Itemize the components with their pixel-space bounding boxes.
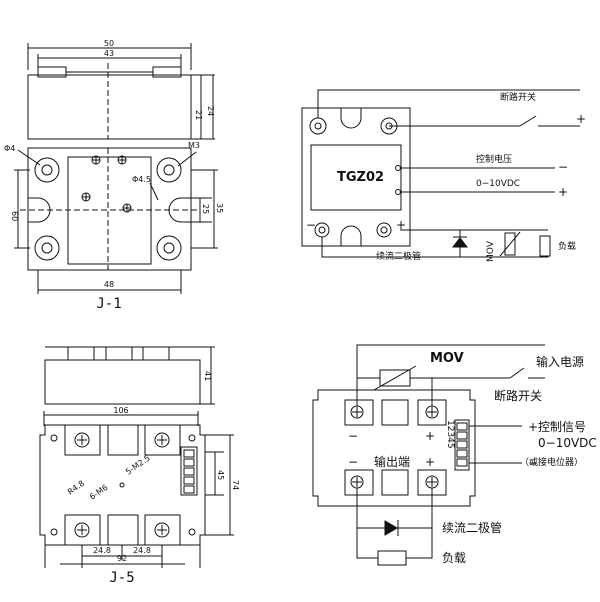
j1-dim-height-small: 21 (194, 110, 203, 120)
j5-side-view (44, 346, 215, 405)
j1-breaker-label: 断路开关 (500, 91, 536, 103)
j5-caption: J-5 (109, 570, 134, 586)
j1-dim-height-total: 24 (206, 106, 215, 116)
j5-output-label: 输出端 (374, 454, 410, 469)
j1-minus-terminal: − (306, 218, 316, 232)
j1-top-view (14, 147, 218, 294)
j5-breaker-label: 断路开关 (494, 388, 542, 403)
j5-dim-radius: R4.8 (66, 479, 86, 497)
j1-dim-width-top: 43 (104, 49, 114, 58)
j5-dim-pitch-right: 24.8 (133, 546, 151, 555)
j5-load-label: 负载 (442, 551, 466, 565)
j5-pin-numbers: 12345 (445, 420, 455, 449)
j1-dim-bottom: 48 (104, 280, 114, 289)
j1-ctrl-minus: − (558, 160, 568, 174)
j5-dim-pitch-left: 24.8 (93, 546, 111, 555)
j5-top-view (39, 411, 234, 568)
j1-plus-terminal: + (396, 218, 406, 232)
j1-ctrl-plus: + (558, 185, 568, 199)
j1-supply-plus: + (576, 112, 586, 126)
j1-dim-screw: M3 (188, 141, 200, 150)
j5-input-supply: 输入电源 (536, 354, 584, 369)
j1-dim-mid-right: 25 (201, 204, 210, 214)
j5-plus-bottom: + (425, 455, 435, 469)
j5-pot-note: （或接电位器） (520, 456, 583, 468)
j5-ctrl-plus: + (528, 420, 538, 434)
j1-module-label: TGZ02 (337, 170, 384, 185)
j1-side-view (27, 43, 215, 140)
j5-dim-inner: 45 (216, 470, 225, 480)
j5-dim-m6: 6-M6 (88, 483, 110, 502)
j5-ctrl-minus: − (528, 456, 538, 470)
j5-mov-label: MOV (430, 351, 464, 366)
j5-dim-bottom: 92 (117, 554, 127, 563)
j5-minus-bottom: − (348, 455, 358, 469)
j5-dim-m25: 5-M2.5 (124, 453, 152, 476)
j5-freewheel-diode: 续流二极管 (442, 520, 502, 535)
j1-dim-inner-hole: Φ4.5 (132, 175, 151, 184)
j1-freewheel-diode: 续流二极管 (376, 250, 421, 262)
j1-dim-width-total: 50 (104, 39, 114, 48)
j1-wiring (301, 89, 580, 258)
j5-plus-left: + (425, 429, 435, 443)
j1-ctrl-voltage-label: 控制电压 (476, 153, 512, 165)
j1-mov-label: MOV (486, 240, 496, 262)
j5-range-label: 0−10VDC (538, 436, 597, 450)
j5-dim-width-total: 106 (113, 406, 128, 415)
j1-dim-side-left: 60 (10, 211, 19, 221)
j1-dim-right-total: 35 (215, 203, 224, 213)
j5-minus-left: − (348, 429, 358, 443)
j5-wiring (312, 344, 545, 566)
j5-ctrl-signal: 控制信号 (538, 420, 586, 434)
j5-dim-height: 41 (203, 371, 212, 381)
j5-dim-outer: 74 (231, 480, 240, 490)
j1-load-label: 负载 (558, 240, 576, 252)
j1-dim-hole: Φ4 (4, 144, 15, 153)
j1-caption: J-1 (96, 296, 121, 312)
j1-range-label: 0−10VDC (476, 179, 520, 189)
